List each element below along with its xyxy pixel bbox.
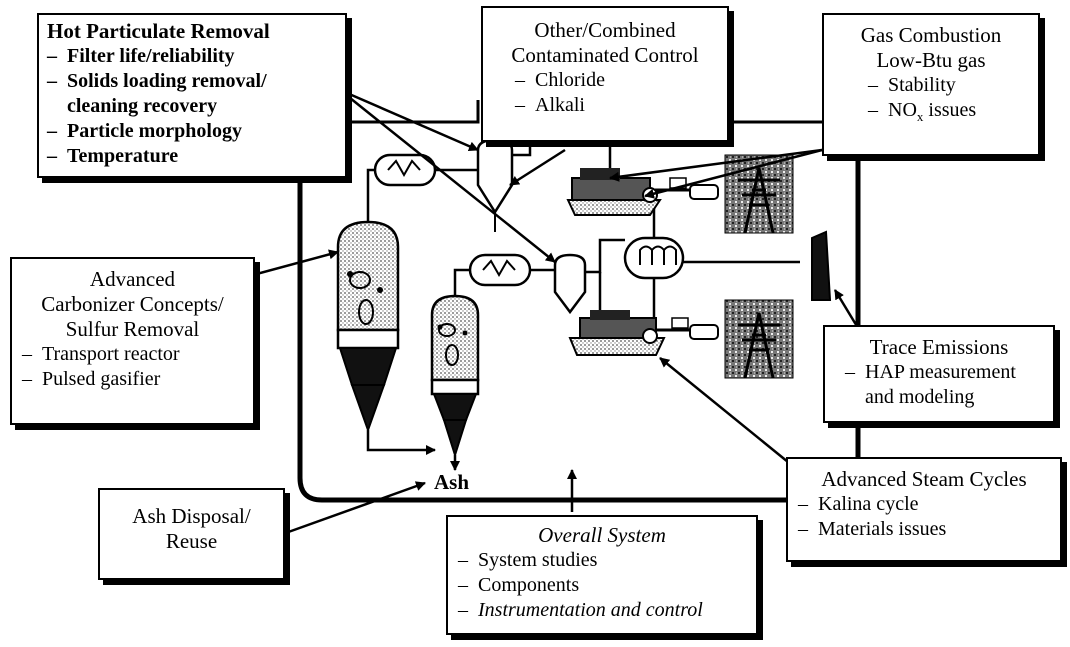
ash-disposal-title-2: Reuse bbox=[108, 529, 275, 554]
power-transmission-2 bbox=[725, 300, 793, 378]
arrow-hot-particulate-1 bbox=[340, 90, 478, 150]
list-item: –Instrumentation and control bbox=[458, 598, 748, 623]
generator-2 bbox=[690, 325, 718, 339]
cyclone-2 bbox=[555, 255, 585, 312]
overall-system-box: Overall System –System studies –Componen… bbox=[446, 515, 758, 635]
heat-recovery-unit bbox=[625, 238, 683, 278]
arrow-carbonizer bbox=[253, 252, 338, 275]
other-combined-list: –Chloride –Alkali bbox=[515, 68, 719, 118]
list-item: –Chloride bbox=[515, 68, 719, 93]
list-item: –Solids loading removal/ bbox=[47, 69, 337, 94]
exhaust-stack bbox=[812, 232, 830, 300]
steam-cycles-title: Advanced Steam Cycles bbox=[796, 467, 1052, 492]
ash-label: Ash bbox=[434, 470, 469, 495]
carbonizer-list: –Transport reactor –Pulsed gasifier bbox=[22, 342, 245, 392]
list-item: and modeling bbox=[845, 385, 1045, 410]
steam-turbine bbox=[570, 310, 705, 355]
trace-emissions-list: –HAP measurement and modeling bbox=[845, 360, 1045, 410]
gasifier-1 bbox=[338, 222, 398, 430]
carbonizer-title-3: Sulfur Removal bbox=[20, 317, 245, 342]
list-item: –Components bbox=[458, 573, 748, 598]
list-item: –Particle morphology bbox=[47, 119, 337, 144]
list-item: –Pulsed gasifier bbox=[22, 367, 245, 392]
overall-system-list: –System studies –Components –Instrumenta… bbox=[458, 548, 748, 623]
trace-emissions-title: Trace Emissions bbox=[833, 335, 1045, 360]
other-combined-title-1: Other/Combined bbox=[491, 18, 719, 43]
gas-combustion-box: Gas Combustion Low-Btu gas –Stability –N… bbox=[822, 13, 1040, 156]
trace-emissions-box: Trace Emissions –HAP measurement and mod… bbox=[823, 325, 1055, 423]
list-item: –Filter life/reliability bbox=[47, 44, 337, 69]
arrow-trace-emissions bbox=[835, 290, 858, 328]
hot-particulate-removal-box: Hot Particulate Removal –Filter life/rel… bbox=[37, 13, 347, 178]
list-item: –Temperature bbox=[47, 144, 337, 169]
advanced-carbonizer-box: Advanced Carbonizer Concepts/ Sulfur Rem… bbox=[10, 257, 255, 425]
other-combined-title-2: Contaminated Control bbox=[491, 43, 719, 68]
hot-particulate-title: Hot Particulate Removal bbox=[47, 19, 337, 44]
list-item: –System studies bbox=[458, 548, 748, 573]
ash-disposal-box: Ash Disposal/ Reuse bbox=[98, 488, 285, 580]
steam-cycles-list: –Kalina cycle –Materials issues bbox=[798, 492, 1052, 542]
cyclone-1 bbox=[478, 140, 512, 232]
list-item: –Stability bbox=[868, 73, 1030, 98]
gas-combustion-title-1: Gas Combustion bbox=[832, 23, 1030, 48]
generator-1 bbox=[690, 185, 718, 199]
gasifier-2 bbox=[432, 296, 478, 455]
gas-combustion-list: –Stability –NOx issues bbox=[868, 73, 1030, 129]
other-combined-box: Other/Combined Contaminated Control –Chl… bbox=[481, 6, 729, 142]
carbonizer-title-1: Advanced bbox=[20, 267, 245, 292]
list-item: cleaning recovery bbox=[47, 94, 337, 119]
list-item: –Materials issues bbox=[798, 517, 1052, 542]
list-item: –Transport reactor bbox=[22, 342, 245, 367]
ash-line-1 bbox=[368, 430, 435, 450]
heat-exchanger-2 bbox=[470, 255, 530, 285]
list-item: –Kalina cycle bbox=[798, 492, 1052, 517]
ash-disposal-title-1: Ash Disposal/ bbox=[108, 504, 275, 529]
hot-particulate-list: –Filter life/reliability –Solids loading… bbox=[47, 44, 337, 169]
advanced-steam-cycles-box: Advanced Steam Cycles –Kalina cycle –Mat… bbox=[786, 457, 1062, 562]
carbonizer-title-2: Carbonizer Concepts/ bbox=[20, 292, 245, 317]
list-item: –Alkali bbox=[515, 93, 719, 118]
list-item: –HAP measurement bbox=[845, 360, 1045, 385]
gas-combustion-title-2: Low-Btu gas bbox=[832, 48, 1030, 73]
list-item: –NOx issues bbox=[868, 98, 1030, 129]
overall-system-title: Overall System bbox=[456, 523, 748, 548]
